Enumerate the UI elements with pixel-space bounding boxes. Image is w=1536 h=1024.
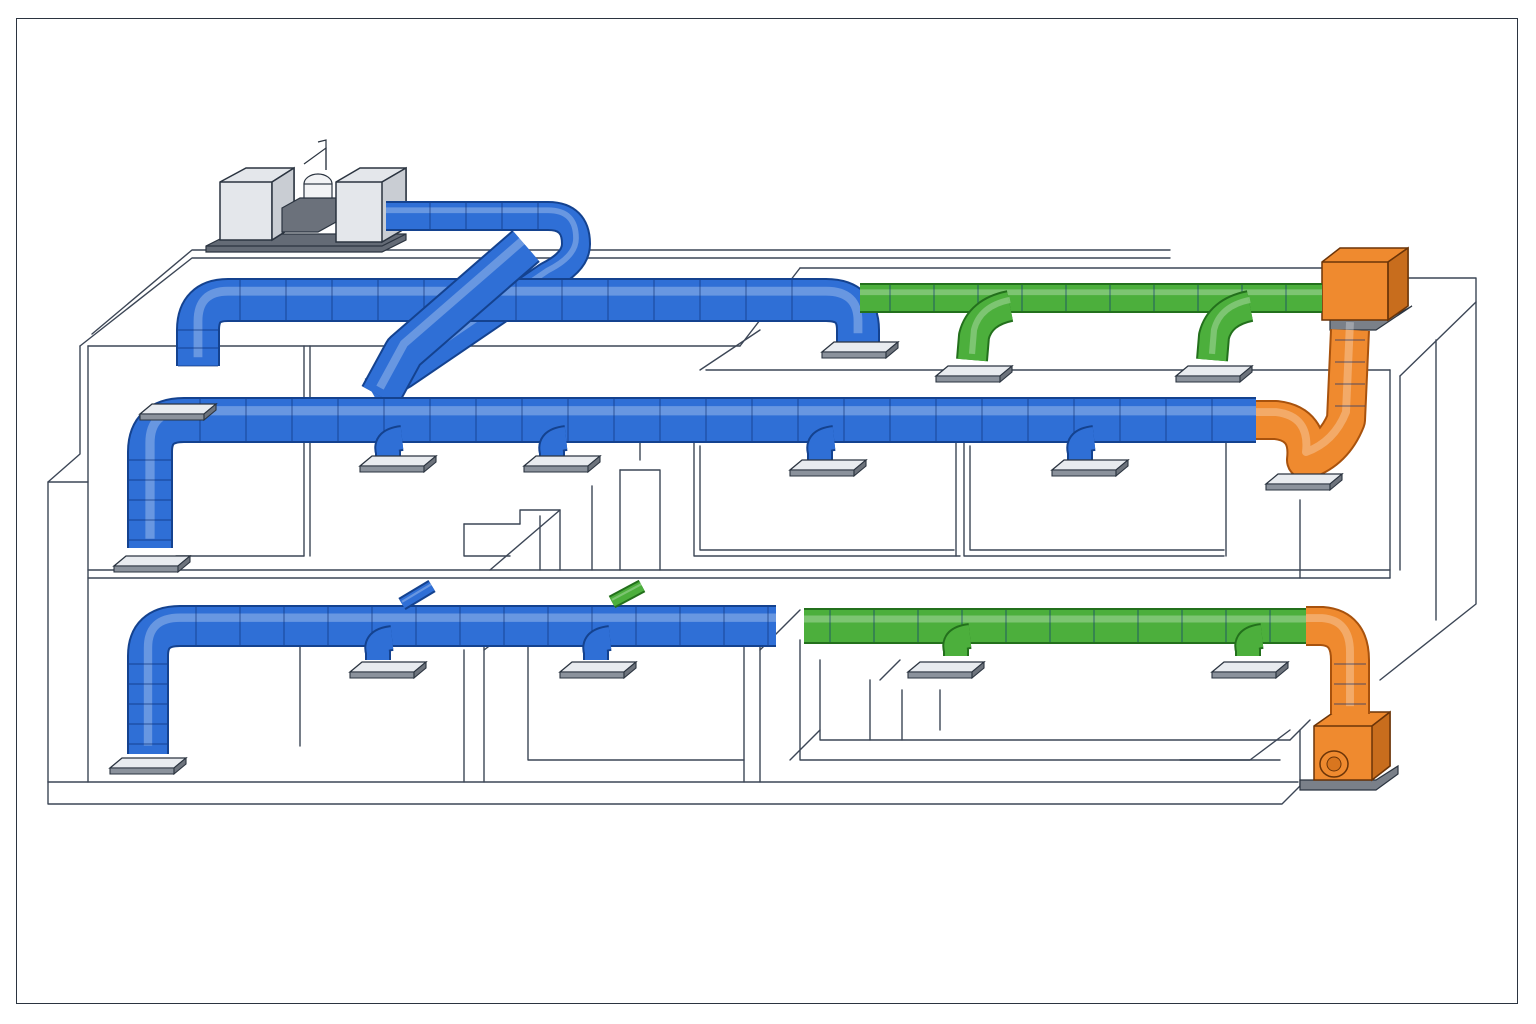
return-branch — [1196, 290, 1254, 362]
supply-duct-riser — [361, 230, 540, 407]
exhaust-duct-upper — [1256, 321, 1370, 480]
return-grille — [1174, 364, 1254, 384]
supply-drop — [364, 625, 394, 665]
return-drop — [1234, 623, 1264, 663]
return-duct-lower — [804, 608, 1310, 644]
supply-duct-roof-main — [364, 201, 591, 406]
supply-diffuser — [138, 402, 218, 422]
supply-drop — [806, 425, 836, 465]
supply-drop — [1066, 425, 1096, 465]
return-duct-upper — [860, 283, 1322, 313]
supply-diffuser — [108, 756, 188, 776]
air-handler-icon — [205, 139, 407, 253]
exhaust-fan-icon — [1321, 246, 1413, 331]
supply-diffuser — [788, 458, 868, 478]
exhaust-duct-lower — [1302, 606, 1370, 714]
supply-diffuser — [358, 454, 438, 474]
exhaust-diffuser — [1264, 472, 1344, 492]
supply-diffuser — [820, 340, 900, 360]
supply-diffuser — [558, 660, 638, 680]
return-grille — [906, 660, 986, 680]
supply-duct-upper-trunk — [176, 278, 880, 367]
return-branch — [956, 290, 1014, 362]
return-drop — [942, 623, 972, 663]
exhaust-fan-icon — [1299, 710, 1399, 791]
return-stub — [608, 579, 646, 609]
supply-stub — [398, 579, 436, 611]
supply-drop — [374, 425, 404, 465]
supply-drop — [582, 625, 612, 665]
supply-diffuser — [1050, 458, 1130, 478]
return-grille — [934, 364, 1014, 384]
supply-diffuser — [112, 554, 192, 574]
supply-drop — [538, 425, 568, 465]
supply-diffuser — [348, 660, 428, 680]
supply-diffuser — [522, 454, 602, 474]
building-outline — [47, 249, 1477, 805]
return-grille — [1210, 660, 1290, 680]
supply-duct-lower-trunk — [127, 605, 776, 754]
